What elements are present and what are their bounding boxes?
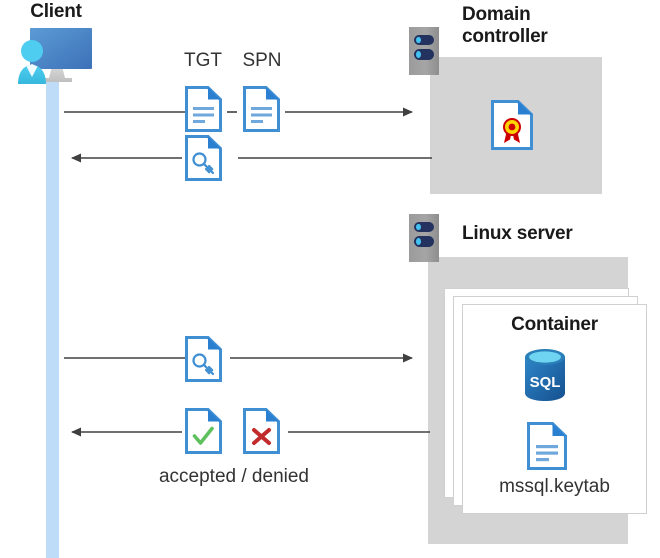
container-card-front [462,304,647,514]
container-label: Container [511,314,598,335]
domain-controller-label-line1: Domain [462,4,531,25]
service-ticket-key-document-icon [185,135,222,181]
spn-label: SPN [242,50,282,71]
domain-controller-rack-icon [409,27,439,75]
certificate-document-icon [491,100,533,150]
denied-cross-document-icon [243,408,280,454]
client-lifeline [46,78,59,558]
keytab-filename-label: mssql.keytab [499,476,610,497]
tgt-document-icon [185,86,222,132]
domain-controller-label-line2: controller [462,26,548,47]
client-computer-user-icon [8,22,104,86]
accepted-check-document-icon [185,408,222,454]
keytab-document-icon [527,422,567,470]
spn-document-icon [243,86,280,132]
linux-server-rack-icon [409,214,439,262]
accepted-denied-caption: accepted / denied [158,466,309,487]
linux-server-label: Linux server [462,223,573,244]
tgt-label: TGT [184,50,222,71]
svg-text:SQL: SQL [530,374,561,391]
sql-database-icon: SQL [522,348,568,402]
client-label: Client [30,1,82,22]
service-ticket-key-document-icon-2 [185,336,222,382]
